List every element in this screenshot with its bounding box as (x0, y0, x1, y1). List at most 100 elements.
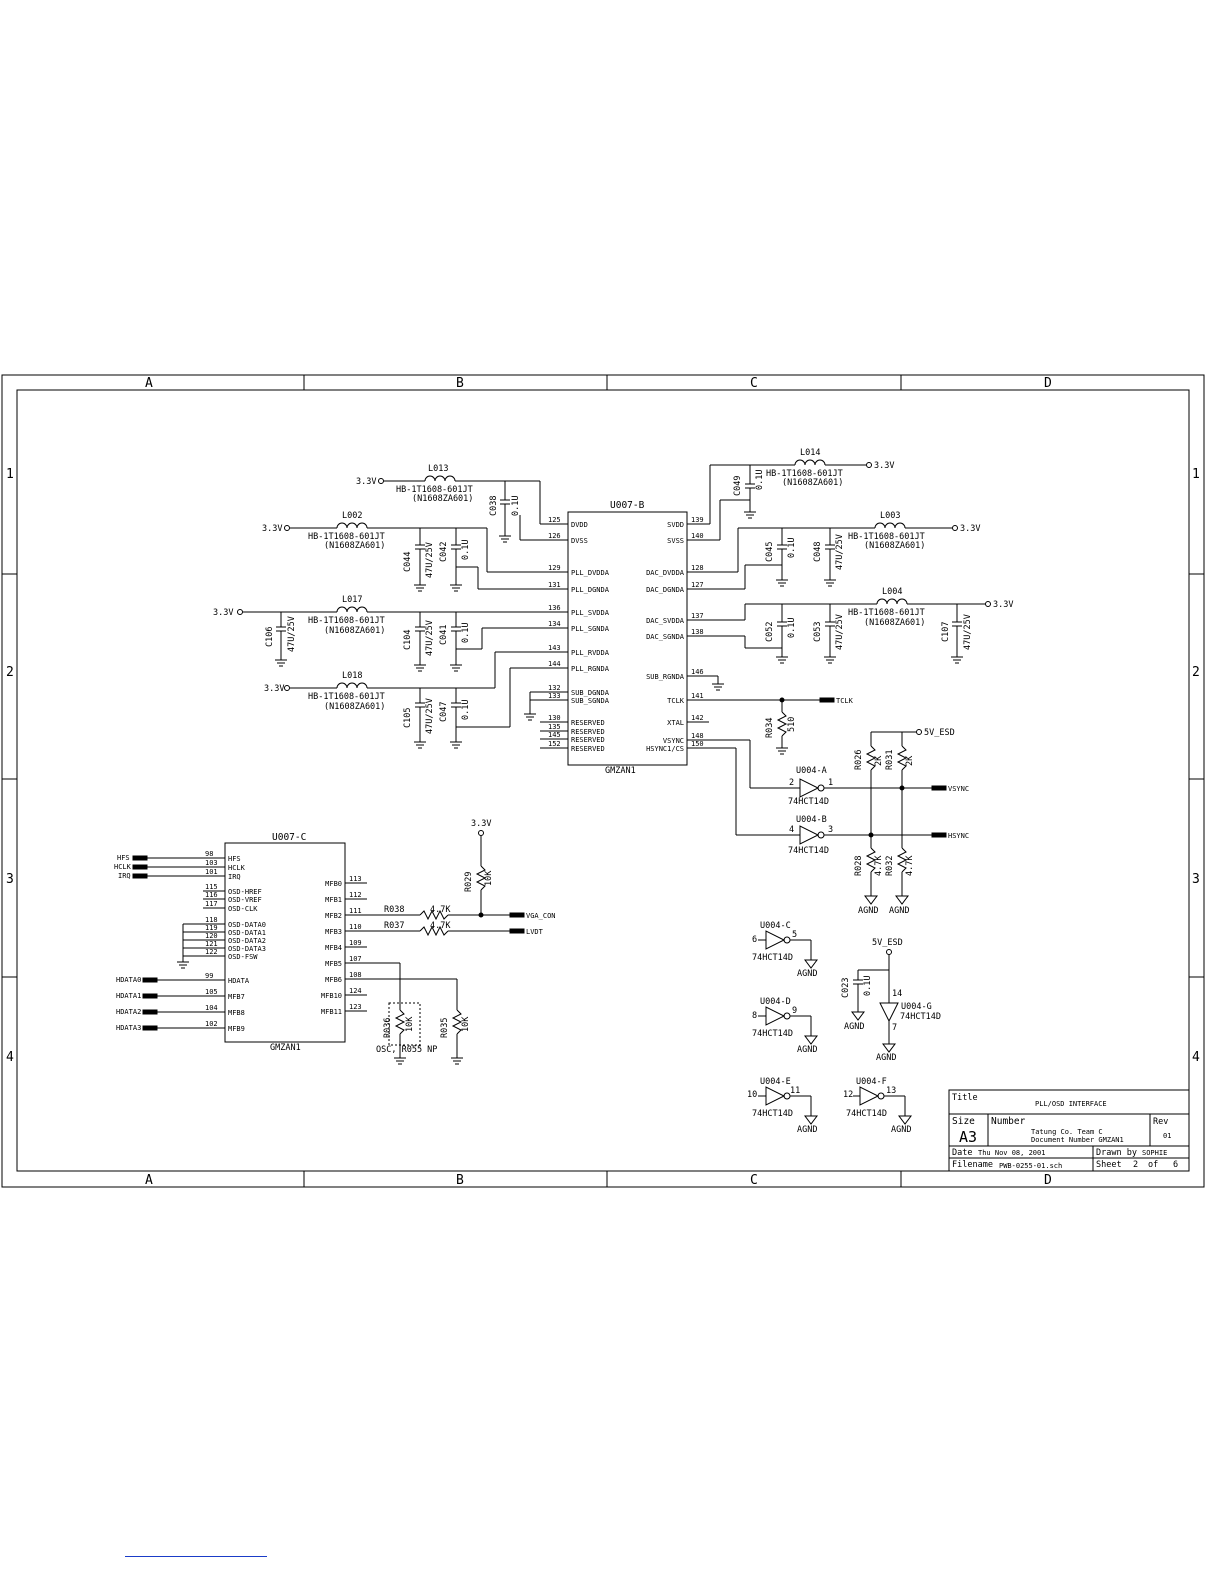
c038-ref: C038 (489, 496, 499, 516)
u007b-right-pin-name: DAC_SGNDA (646, 633, 685, 641)
number-label: Number (991, 1116, 1026, 1127)
u007b-left-pin-name: RESERVED (571, 728, 605, 736)
u007c-right-pin-name: MFB5 (325, 960, 342, 968)
u007b-left-pin-name: PLL_SVDDA (571, 609, 610, 617)
u007c-right-pin-name: MFB0 (325, 880, 342, 888)
u007b-left-pin-name: RESERVED (571, 745, 605, 753)
r029-supply: 3.3V (471, 819, 491, 829)
u007c-left-pin-name: MFB8 (228, 1009, 245, 1017)
page-link-underline[interactable] (125, 1556, 267, 1557)
l018-part: HB-1T1608-601JT (308, 692, 385, 702)
u007c-right-pins: 113MFB0112MFB1111MFB2110MFB3109MFB4107MF… (321, 875, 367, 1016)
sync-buffers (687, 729, 947, 905)
u007b-chip: U007-B GMZAN1 125DVDD126DVSS129PLL_DVDDA… (540, 500, 709, 776)
c044-value: 47U/25V (425, 542, 435, 578)
r034-ref: R034 (765, 718, 775, 738)
l017-supply: 3.3V (213, 608, 233, 618)
r031-ref: R031 (885, 750, 895, 770)
u007b-left-pin-number: 133 (548, 692, 561, 700)
filename-label: Filename (952, 1160, 993, 1170)
u007b-left-pin-name: PLL_DGNDA (571, 586, 610, 594)
power-filters-right (687, 459, 991, 755)
u007c-left-pin-number: 98 (205, 850, 213, 858)
grid-labels: A B C D A B C D 1 2 3 4 1 2 3 4 (6, 376, 1200, 1188)
u007b-left-pin-name: PLL_RGNDA (571, 665, 610, 673)
l014-supply: 3.3V (874, 461, 894, 471)
filename-value: PWB-0255-01.sch (999, 1162, 1062, 1170)
sync-buffers-labels: 5V_ESD U004-A 74HCT14D 2 1 U004-B 74HCT1… (788, 728, 969, 916)
u004g-ref: U004-G (901, 1002, 932, 1012)
l013-alt: (N1608ZA601) (412, 494, 473, 504)
u007c-right-pin-number: 112 (349, 891, 362, 899)
l002-ref: L002 (342, 511, 362, 521)
u007b-left-pin-number: 129 (548, 564, 561, 572)
hdata2-net-label: HDATA2 (116, 1008, 141, 1016)
r028-ref: R028 (854, 856, 864, 876)
c023-agnd: AGND (844, 1022, 864, 1032)
l004-part: HB-1T1608-601JT (848, 608, 925, 618)
u007c-left-pin-number: 118 (205, 916, 218, 924)
c041-value: 0.1U (461, 623, 471, 643)
u007c-right-pin-number: 123 (349, 1003, 362, 1011)
u007b-left-pin-name: DVSS (571, 537, 588, 545)
u007c-part: GMZAN1 (270, 1043, 301, 1053)
u004e-part: 74HCT14D (752, 1109, 793, 1119)
u004d-pin-out: 9 (792, 1006, 797, 1016)
u007b-right-pin-number: 140 (691, 532, 704, 540)
u007b-left-pin-number: 134 (548, 620, 561, 628)
c049-ref: C049 (733, 476, 743, 496)
column-label-c: C (750, 376, 758, 391)
u004g-supply: 5V_ESD (872, 938, 903, 948)
u007c-ref: U007-C (272, 832, 306, 843)
u004e-ref: U004-E (760, 1077, 791, 1087)
l013-ref: L013 (428, 464, 448, 474)
u007c-right-pin-number: 107 (349, 955, 362, 963)
l017-alt: (N1608ZA601) (324, 626, 385, 636)
l018-supply: 3.3V (264, 684, 284, 694)
u004c-ref: U004-C (760, 921, 791, 931)
c045-ref: C045 (765, 542, 775, 562)
column-label-b: B (456, 376, 464, 391)
u007b-left-pin-number: 136 (548, 604, 561, 612)
u007b-right-pin-number: 138 (691, 628, 704, 636)
column-label-b-bottom: B (456, 1173, 464, 1188)
u007c-right-pin-number: 110 (349, 923, 362, 931)
hfs-net-label: HFS (117, 854, 130, 862)
u004f-agnd: AGND (891, 1125, 911, 1135)
u007c-right-pin-number: 111 (349, 907, 362, 915)
r032-ref: R032 (885, 856, 895, 876)
row-label-4: 4 (6, 1050, 14, 1065)
row-label-3-right: 3 (1192, 872, 1200, 887)
u007b-left-pins: 125DVDD126DVSS129PLL_DVDDA131PLL_DGNDA13… (540, 516, 610, 753)
u004c-pin-out: 5 (792, 930, 797, 940)
u004b-pin-out: 3 (828, 825, 833, 835)
u007c-right-pin-number: 109 (349, 939, 362, 947)
c053-ref: C053 (813, 622, 823, 642)
row-label-2: 2 (6, 665, 14, 680)
row-label-4-right: 4 (1192, 1050, 1200, 1065)
c023-value: 0.1U (863, 976, 873, 996)
sheet-frame (1, 374, 1205, 1188)
number-line1: Tatung Co. Team C (1031, 1128, 1103, 1136)
rev-label: Rev (1153, 1117, 1168, 1127)
u007c-left-pin-name: OSD-CLK (228, 905, 258, 913)
u004f-pin-out: 13 (886, 1086, 896, 1096)
lvdt-net-label: LVDT (526, 928, 544, 936)
c052-ref: C052 (765, 622, 775, 642)
vsync-net-label: VSYNC (948, 785, 969, 793)
u007c-right-pin-name: MFB1 (325, 896, 342, 904)
u004b-pin-in: 4 (789, 825, 794, 835)
u007b-part: GMZAN1 (605, 766, 636, 776)
r032-value: 4.7K (905, 855, 915, 876)
u004f-part: 74HCT14D (846, 1109, 887, 1119)
u007c-nets-labels: HFS HCLK IRQ HDATA0 HDATA1 HDATA2 HDATA3… (114, 819, 556, 1055)
date-label: Date (952, 1148, 972, 1158)
rev-value: 01 (1163, 1132, 1171, 1140)
c048-value: 47U/25V (835, 534, 845, 570)
u007c-left-pins: 98HFS103HCLK101IRQ115OSD-HREF116OSD-VREF… (203, 850, 266, 1033)
u004a-part: 74HCT14D (788, 797, 829, 807)
u007b-right-pin-number: 137 (691, 612, 704, 620)
column-label-d-bottom: D (1044, 1173, 1052, 1188)
u007c-left-pin-number: 102 (205, 1020, 218, 1028)
u007b-left-pin-name: PLL_DVDDA (571, 569, 610, 577)
